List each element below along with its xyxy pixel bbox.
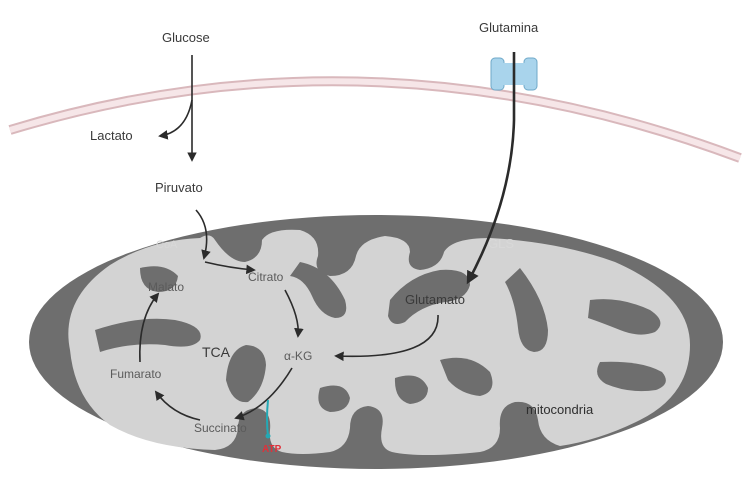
label-gls: GLS	[488, 236, 514, 251]
label-coa: CoA	[156, 239, 178, 251]
label-glucose: Glucose	[162, 30, 210, 45]
label-glutamina: Glutamina	[479, 20, 539, 35]
label-glutamato: Glutamato	[405, 292, 465, 307]
label-malato: Malato	[148, 280, 184, 294]
mitochondrion	[29, 215, 723, 469]
cell-membrane	[10, 81, 740, 158]
label-piruvato: Piruvato	[155, 180, 203, 195]
label-atp: ATP	[262, 444, 282, 455]
label-succinato: Succinato	[194, 421, 247, 435]
label-lactato: Lactato	[90, 128, 133, 143]
label-tca: TCA	[202, 344, 231, 360]
label-citrato: Citrato	[248, 270, 284, 284]
arrow-to-lactato	[160, 100, 192, 136]
label-akg: α-KG	[284, 349, 312, 363]
label-fumarato: Fumarato	[110, 367, 162, 381]
label-mitocondria: mitocondria	[526, 402, 594, 417]
